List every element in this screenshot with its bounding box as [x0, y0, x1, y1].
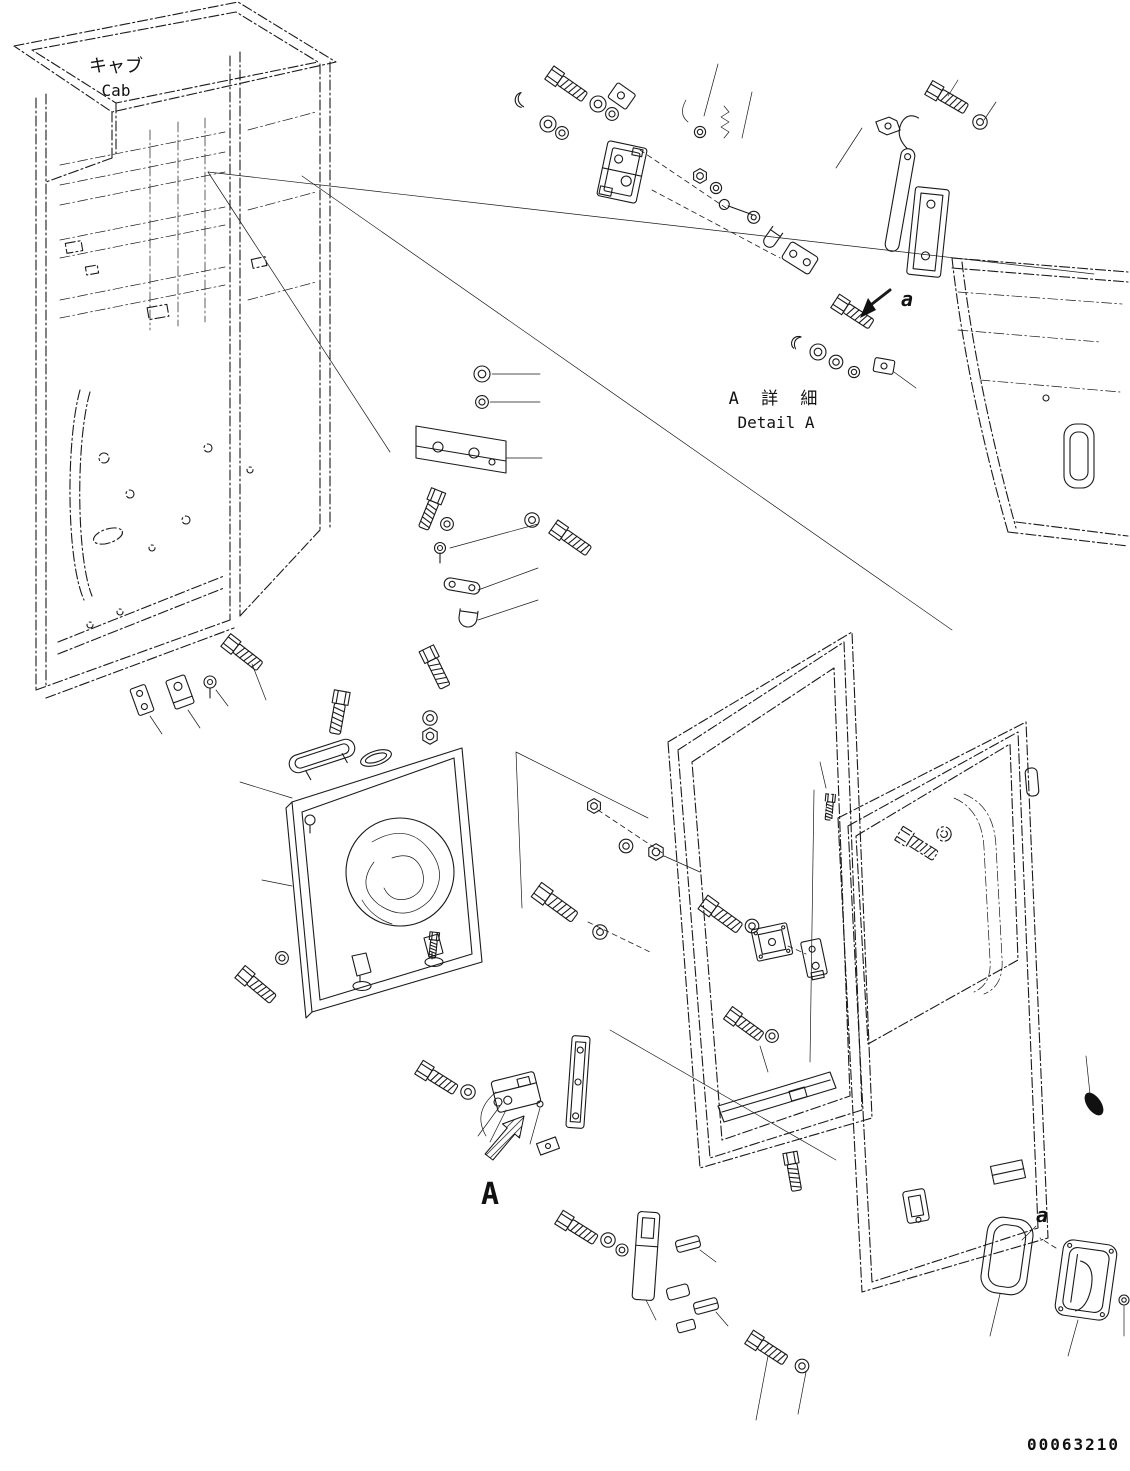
- view-arrow-a-top: [860, 290, 890, 318]
- cab-hinge-parts: [130, 633, 266, 734]
- detail-a-label: A 詳 細 Detail A: [729, 389, 824, 432]
- fan-cutout: [346, 818, 454, 926]
- door-sill-bar: [718, 1072, 836, 1122]
- outer-handle-group: [979, 1215, 1129, 1356]
- detail-a-label-en: Detail A: [737, 413, 814, 432]
- view-arrow-a-top-label: a: [901, 287, 913, 311]
- door-panel-partial-top-right: [952, 258, 1128, 546]
- handle-gasket: [979, 1215, 1035, 1297]
- cab-label-jp: キャブ: [89, 55, 143, 77]
- bottom-lock-assembly: [414, 1035, 590, 1160]
- cab-label-en: Cab: [102, 81, 131, 100]
- cab-label: キャブ Cab: [89, 55, 143, 100]
- view-arrow-a-bottom-label: a: [1036, 1203, 1048, 1227]
- door-latch-body: [597, 140, 648, 203]
- hatched-arrow-icon: [485, 1116, 524, 1160]
- door-handle-recess: [1064, 424, 1094, 488]
- door-lock-exploded-parts: [512, 64, 996, 388]
- cab-inner-panel: [234, 644, 482, 1018]
- door-mount-hardware: [697, 894, 828, 1193]
- view-arrow-a-main-label: A: [481, 1177, 499, 1212]
- door-frame-panel-left: [668, 632, 872, 1168]
- construction-lines: [208, 172, 1094, 1160]
- mount-bracket-group: [416, 365, 594, 628]
- cab-frame: [14, 2, 336, 698]
- handle-housing: [1054, 1239, 1118, 1322]
- bottom-small-parts: [554, 1209, 810, 1420]
- detail-a-label-jp: A 詳 細: [729, 389, 824, 409]
- fastener-axis-group: [516, 752, 700, 952]
- door-panel-right: [820, 722, 1104, 1292]
- rubber-plug: [1084, 1092, 1104, 1116]
- solid-arrow-icon: [860, 298, 876, 318]
- grab-handle: [287, 737, 360, 785]
- drawing-number: 00063210: [1027, 1435, 1120, 1454]
